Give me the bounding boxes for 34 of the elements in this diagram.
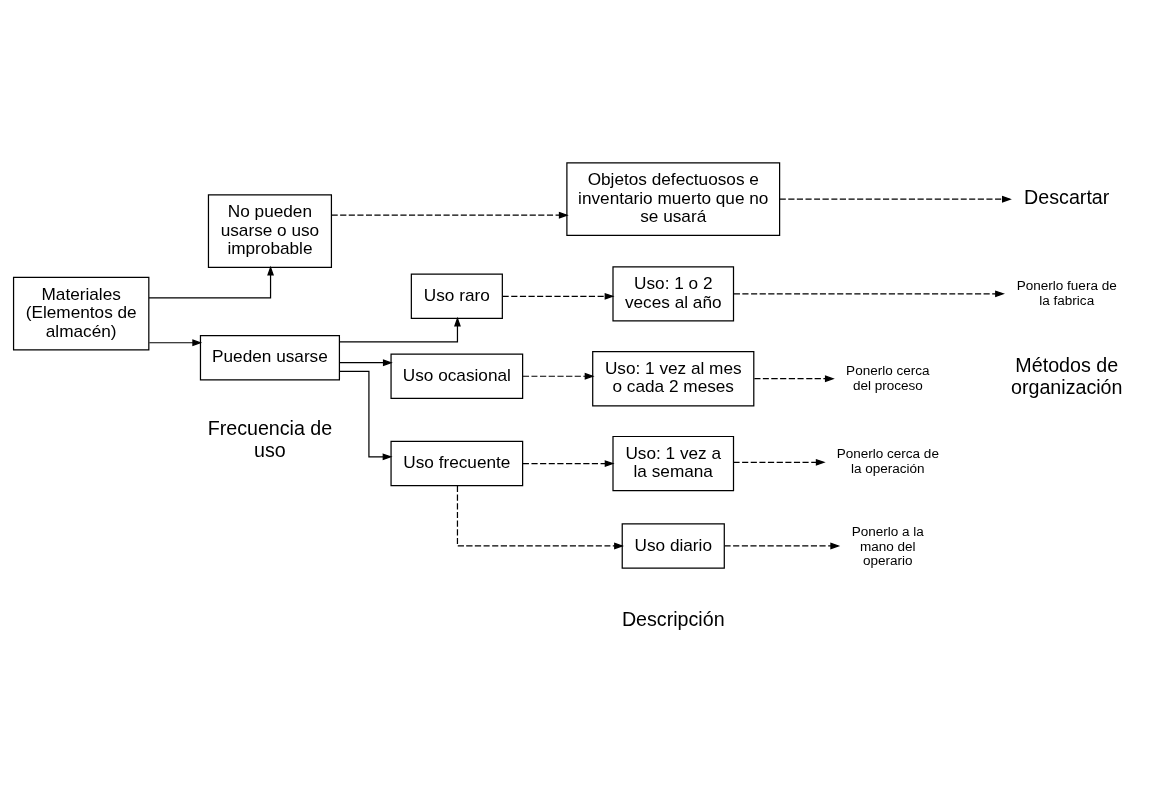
node-box: Uso: 1 o 2 veces al año <box>612 266 735 322</box>
arrow <box>753 375 835 383</box>
node-box: Pueden usarse <box>199 335 341 381</box>
arrow <box>456 485 624 550</box>
node-box: Uso ocasional <box>390 353 524 399</box>
arrow <box>502 292 615 300</box>
node-box: Uso: 1 vez al mes o cada 2 meses <box>592 351 755 407</box>
node-text: Ponerlo cerca de la operación <box>836 446 939 477</box>
arrow <box>732 458 826 466</box>
arrow <box>338 359 393 367</box>
arrow <box>724 542 841 550</box>
arrow <box>339 316 461 343</box>
node-text: Descartar <box>1024 185 1110 208</box>
node-box: Uso frecuente <box>390 440 524 487</box>
label: Frecuencia de uso <box>207 417 333 462</box>
node-box: Materiales (Elementos de almacén) <box>12 276 150 351</box>
node-box: Uso: 1 vez a la semana <box>612 435 735 492</box>
arrow <box>522 460 615 467</box>
label: Métodos de organización <box>1011 354 1123 399</box>
arrow <box>331 211 569 219</box>
arrow <box>339 370 393 461</box>
node-text: Ponerlo fuera de la fabrica <box>1016 277 1117 308</box>
node-box: Uso diario <box>621 523 725 569</box>
label: Descripción <box>621 607 725 630</box>
node-box: Uso raro <box>410 273 503 320</box>
node-box: Objetos defectuosos e inventario muerto que no se usará <box>566 162 781 237</box>
arrow <box>148 339 203 347</box>
node-box: No pueden usarse o uso improbable <box>207 194 333 269</box>
arrow <box>148 265 274 299</box>
node-text: Ponerlo a la mano del operario <box>851 523 924 569</box>
arrow <box>733 290 1005 298</box>
arrow <box>522 372 595 380</box>
node-text: Ponerlo cerca del proceso <box>846 362 930 393</box>
arrow <box>779 195 1012 203</box>
